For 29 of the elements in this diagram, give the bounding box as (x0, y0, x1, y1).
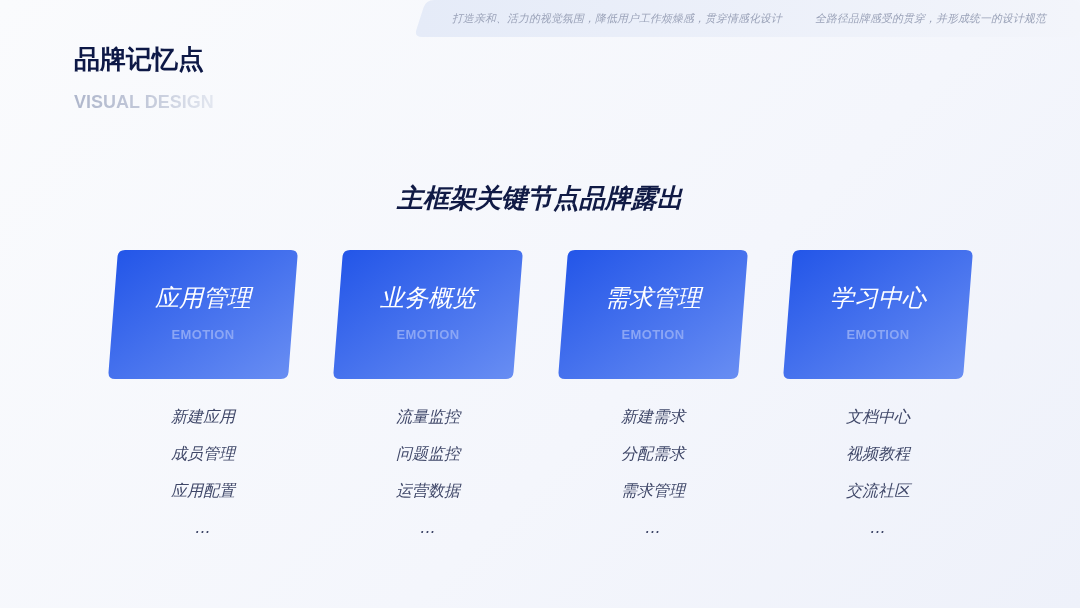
parallelogram-card (333, 250, 523, 379)
list-item: 应用配置 (171, 481, 235, 501)
card-subtitle: EMOTION (846, 327, 910, 342)
parallelogram-card (783, 250, 973, 379)
section-heading: 主框架关键节点品牌露出 (397, 183, 683, 213)
list-item: 需求管理 (621, 481, 685, 501)
card-title: 学习中心 (830, 284, 926, 312)
list-item: ... (870, 518, 886, 538)
list-item: 新建应用 (171, 407, 235, 427)
card-subtitle: EMOTION (621, 327, 685, 342)
list-item: 交流社区 (846, 481, 910, 501)
list-item: 视频教程 (846, 444, 910, 464)
banner-text: 全路径品牌感受的贯穿，并形成统一的设计规范 (815, 12, 1046, 26)
banner-text: 打造亲和、活力的视觉氛围，降低用户工作烦燥感，贯穿情感化设计 (452, 12, 782, 26)
list-item: ... (645, 518, 661, 538)
list-item: 问题监控 (396, 444, 460, 464)
list-item: 新建需求 (621, 407, 685, 427)
list-item: 文档中心 (846, 407, 910, 427)
page-title: 品牌记忆点 (74, 44, 204, 74)
list-item: 分配需求 (621, 444, 685, 464)
list-item: 成员管理 (171, 444, 235, 464)
parallelogram-card (108, 250, 298, 379)
list-item: 流量监控 (396, 407, 460, 427)
list-item: ... (420, 518, 436, 538)
card-subtitle: EMOTION (396, 327, 460, 342)
parallelogram-card (558, 250, 748, 379)
card-subtitle: EMOTION (171, 327, 235, 342)
list-item: ... (195, 518, 211, 538)
list-item: 运营数据 (396, 481, 460, 501)
